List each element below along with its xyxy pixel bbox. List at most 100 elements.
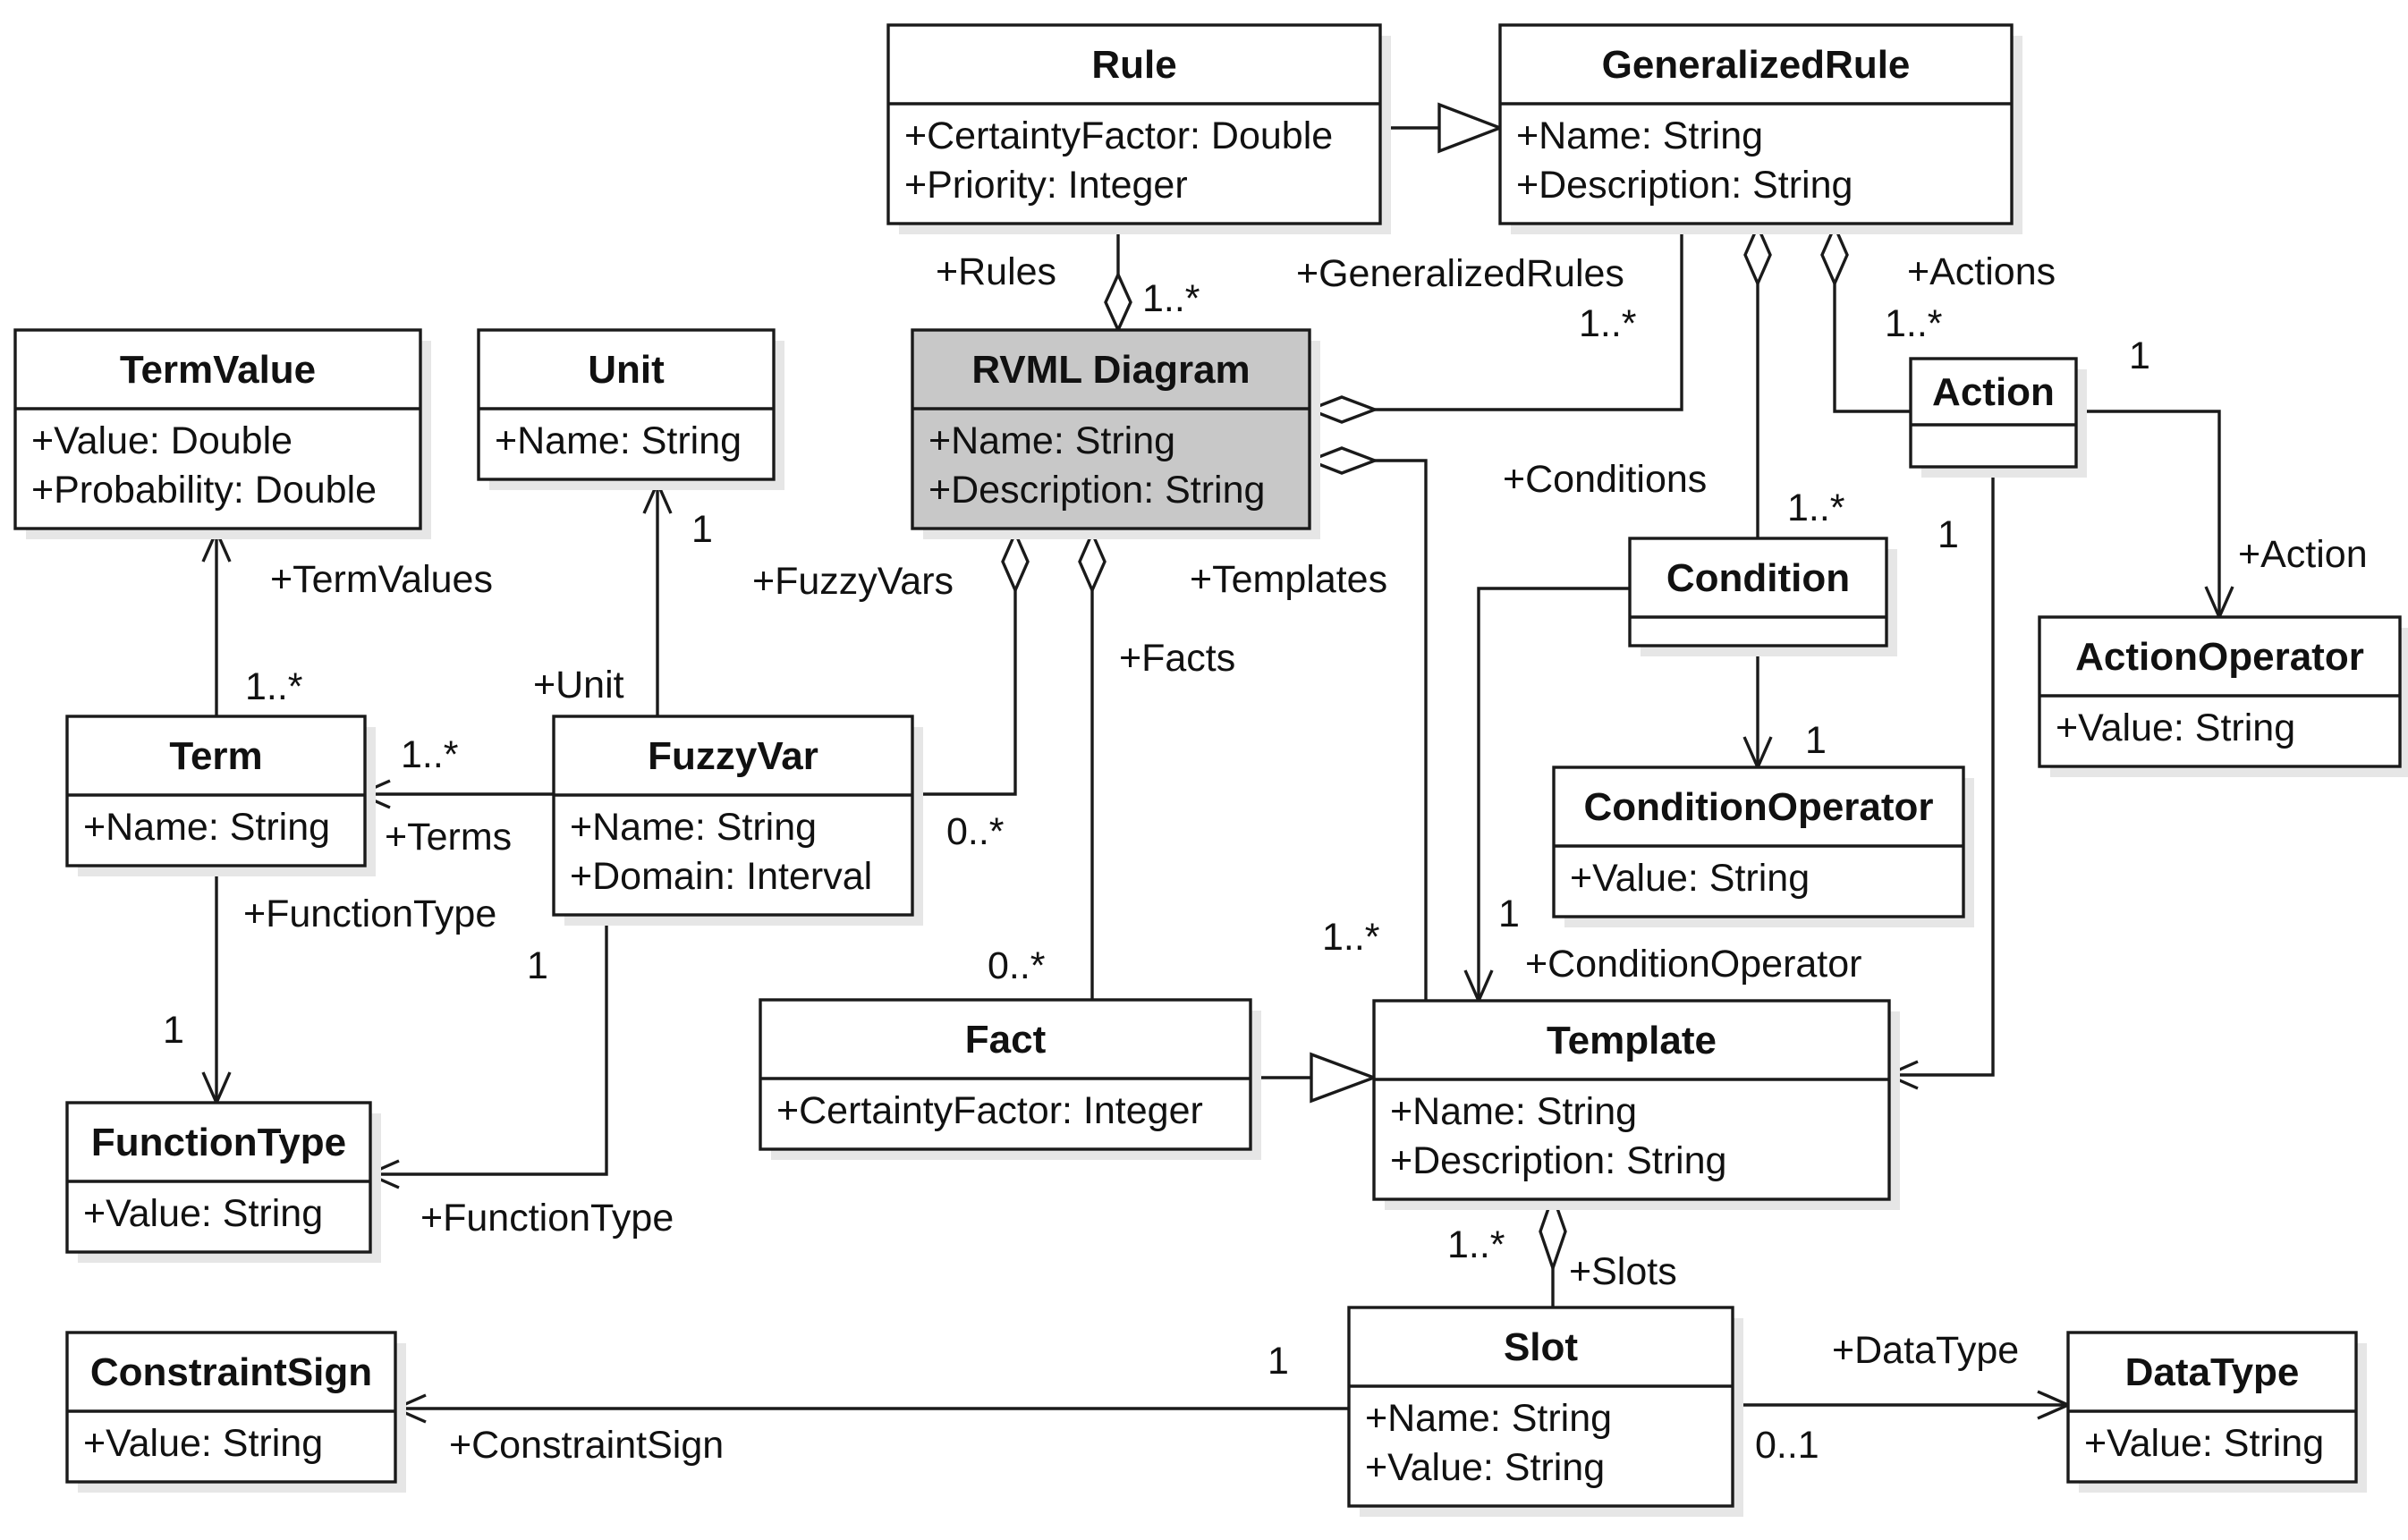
edge-condition-template (1477, 587, 1630, 1001)
label-term-function-type-mult: 1 (163, 1009, 184, 1052)
class-box (1909, 357, 2078, 469)
class-rvml-diagram: RVML Diagram +Name: String +Description: S… (911, 328, 1320, 539)
class-condition-operator: ConditionOperator+Value: String (1552, 766, 1974, 927)
label-actions-role: +Actions (1907, 250, 2056, 293)
edge-rvml-templates (1375, 459, 1428, 1001)
class-action-operator: ActionOperator +Value: String (2038, 615, 2408, 777)
class-template: Template +Name: String +Description: Strin… (1372, 999, 1900, 1210)
class-name: Term (169, 734, 262, 778)
label-fuzzy-vars-mult: 0..* (946, 810, 1005, 853)
edge-labels: +Rules 1..* +GeneralizedRules 1..* +Acti… (163, 250, 2368, 1467)
aggregation-diamond-actions (1820, 222, 1849, 288)
class-box (886, 23, 1382, 225)
class-attribute: +Value: String (2084, 1422, 2324, 1465)
label-action-operator-mult: 1 (2129, 334, 2150, 377)
label-action-template-mult: 1 (1937, 513, 1959, 556)
class-box (1552, 766, 1965, 918)
class-attribute: +Value: Double (31, 419, 293, 462)
class-attribute: +Value: String (1365, 1446, 1605, 1489)
label-term-values-role: +TermValues (270, 558, 493, 601)
label-terms-role: +Terms (385, 816, 512, 859)
class-unit: Unit+Name: String (477, 328, 784, 490)
class-attribute: +CertaintyFactor: Integer (776, 1089, 1203, 1132)
edge-action-operator (2076, 410, 2221, 617)
label-fuzzy-vars-role: +FuzzyVars (752, 560, 954, 603)
class-data-type: DataType+Value: String (2066, 1331, 2367, 1493)
class-attribute: +Description: String (1516, 164, 1853, 207)
class-attribute: +Name: String (1390, 1090, 1637, 1133)
label-term-values-mult: 1..* (245, 665, 303, 708)
class-attribute: +Probability: Double (31, 469, 377, 512)
label-facts-mult: 0..* (988, 944, 1046, 987)
label-condition-template-mult: 1 (1498, 893, 1520, 935)
label-constraint-sign-mult: 1 (1268, 1340, 1289, 1383)
label-data-type-role: +DataType (1832, 1329, 2019, 1372)
class-term: Term +Name: String (65, 715, 376, 876)
class-box (13, 328, 422, 530)
class-box (1372, 999, 1891, 1201)
class-box (1628, 537, 1888, 647)
label-data-type-mult: 0..1 (1755, 1424, 1819, 1467)
class-name: TermValue (120, 348, 316, 392)
class-attribute: +Description: String (1390, 1139, 1726, 1182)
class-term-value: TermValue +Value: Double +Probability: Dou… (13, 328, 431, 539)
label-actions-mult: 1..* (1885, 302, 1943, 345)
class-name: FunctionType (91, 1121, 346, 1164)
aggregation-diamond-slots (1539, 1190, 1567, 1273)
label-conditions-role: +Conditions (1503, 458, 1707, 501)
edges (201, 102, 2234, 1424)
label-conditions-mult: 1..* (1787, 487, 1845, 529)
label-term-function-type-role: +FunctionType (243, 893, 496, 935)
class-name: FuzzyVar (648, 734, 818, 778)
class-attribute: +Domain: Interval (570, 855, 872, 898)
class-name: Fact (965, 1018, 1047, 1062)
generalization-triangle-rule (1437, 102, 1505, 154)
class-name: GeneralizedRule (1602, 43, 1911, 87)
label-terms-mult: 1..* (401, 733, 459, 776)
class-name: Action (1932, 370, 2055, 414)
edge-rvml-fuzzyvars (912, 590, 1017, 796)
class-fuzzy-var: FuzzyVar+Name: String+Domain: Interval (552, 715, 923, 926)
class-box (65, 1331, 397, 1484)
label-unit-mult: 1 (691, 508, 713, 551)
label-fuzzyvar-function-type-role: +FunctionType (420, 1197, 674, 1240)
class-name: Slot (1504, 1325, 1578, 1369)
classes: Rule+CertaintyFactor: Double+Priority: I… (13, 23, 2408, 1517)
class-box (552, 715, 914, 917)
aggregation-diamond-generalized-rules (1305, 395, 1379, 424)
class-action: Action (1909, 357, 2087, 478)
class-attribute: +Name: String (1516, 114, 1763, 157)
class-name: Template (1547, 1019, 1717, 1062)
label-slots-mult: 1..* (1447, 1223, 1505, 1266)
class-name: Condition (1666, 556, 1850, 600)
class-attribute: +Name: String (1365, 1397, 1612, 1440)
aggregation-diamond-fuzzyvars (1001, 529, 1030, 595)
label-templates-role: +Templates (1190, 558, 1387, 601)
label-rules-role: +Rules (936, 250, 1056, 293)
class-attribute: +CertaintyFactor: Double (904, 114, 1333, 157)
class-generalized-rule: GeneralizedRule +Name: String +Description… (1498, 23, 2022, 234)
label-facts-role: +Facts (1119, 637, 1235, 680)
label-fuzzyvar-function-type-mult: 1 (527, 944, 548, 987)
class-attribute: +Value: String (2056, 707, 2295, 749)
label-generalized-rules-mult: 1..* (1579, 302, 1637, 345)
class-box (477, 328, 776, 481)
class-attribute: +Description: String (928, 469, 1265, 512)
class-name: RVML Diagram (971, 348, 1250, 392)
class-box (2038, 615, 2402, 768)
label-rules-mult: 1..* (1142, 277, 1200, 320)
class-attribute: +Value: String (83, 1422, 323, 1465)
class-rule: Rule+CertaintyFactor: Double+Priority: I… (886, 23, 1391, 234)
class-box (759, 998, 1252, 1151)
class-constraint-sign: ConstraintSign+Value: String (65, 1331, 406, 1493)
label-action-role: +Action (2238, 533, 2368, 576)
class-name: ConditionOperator (1583, 785, 1933, 829)
class-box (2066, 1331, 2358, 1484)
class-attribute: +Name: String (83, 806, 330, 849)
class-attribute: +Name: String (928, 419, 1175, 462)
class-box (65, 1101, 372, 1254)
class-name: ActionOperator (2075, 635, 2364, 679)
edge-fuzzyvar-function-type (369, 916, 608, 1176)
aggregation-diamond-facts (1078, 529, 1106, 595)
